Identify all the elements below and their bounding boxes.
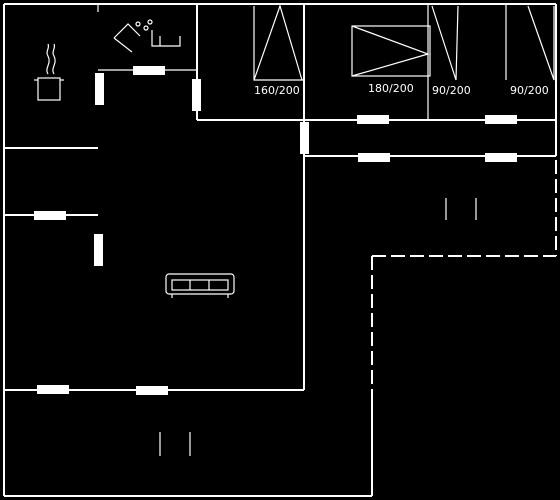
pause-marker-icon xyxy=(445,198,477,220)
bed-size-label: 90/200 xyxy=(510,84,549,97)
door xyxy=(95,73,104,105)
door xyxy=(485,153,517,162)
walls xyxy=(3,3,557,497)
door xyxy=(300,122,309,154)
sink-faucet-icon xyxy=(113,19,181,53)
door xyxy=(94,234,103,266)
door xyxy=(133,66,165,75)
door xyxy=(358,153,390,162)
dashed-partitions xyxy=(371,160,557,392)
door xyxy=(136,386,168,395)
pause-marker-icon xyxy=(159,432,191,456)
door xyxy=(485,115,517,124)
bed-size-label: 180/200 xyxy=(368,82,414,95)
bed-size-label: 160/200 xyxy=(254,84,300,97)
bed-160: 160/200 xyxy=(253,4,304,97)
cooking-pot-icon xyxy=(34,43,64,101)
sofa-icon xyxy=(165,273,235,298)
door xyxy=(34,211,66,220)
door xyxy=(192,79,201,111)
bed-90-left: 90/200 xyxy=(431,5,471,97)
door xyxy=(37,385,69,394)
bed-size-label: 90/200 xyxy=(432,84,471,97)
door xyxy=(357,115,389,124)
bed-180: 180/200 xyxy=(351,25,431,95)
bed-90-right: 90/200 xyxy=(510,5,555,97)
doors xyxy=(34,66,517,395)
